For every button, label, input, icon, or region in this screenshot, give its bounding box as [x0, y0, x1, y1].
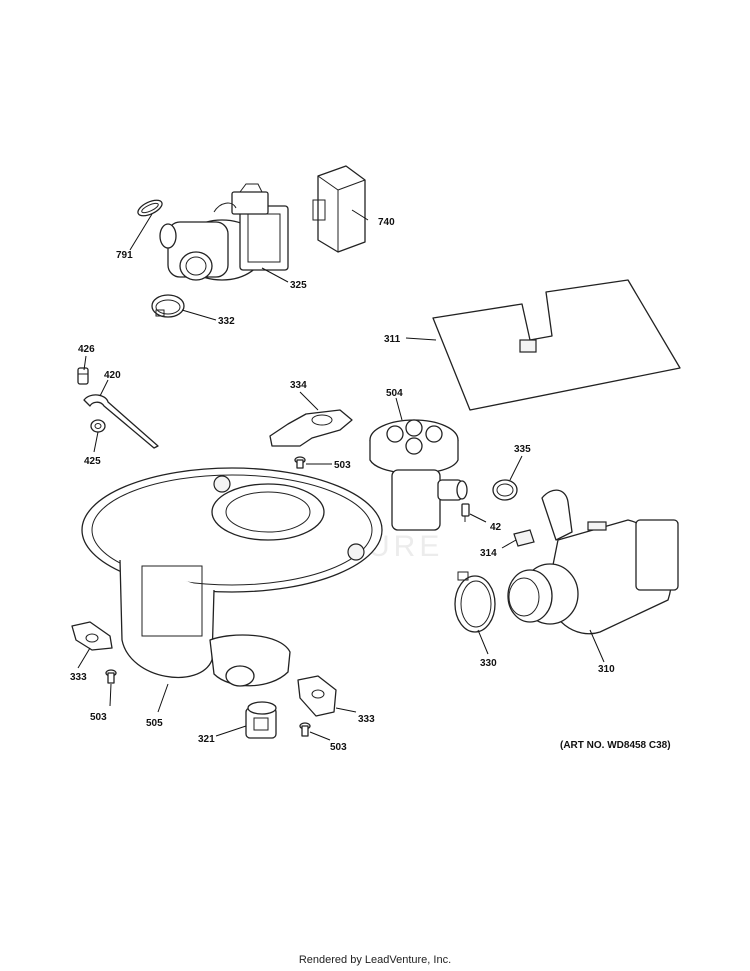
part-321-sensor: [245, 701, 277, 739]
part-420-rod: [83, 394, 159, 449]
part-333-bracket-left: [71, 621, 113, 651]
label-321[interactable]: 321: [198, 734, 215, 745]
part-791-clamp: [137, 199, 163, 217]
part-314-pad: [513, 529, 535, 547]
part-311-insulation: [432, 279, 681, 411]
part-334-bracket: [269, 409, 353, 447]
part-503-screw-bottom: [299, 722, 311, 737]
part-42-screw: [461, 503, 470, 522]
label-503-bottom[interactable]: 503: [330, 742, 347, 753]
label-426[interactable]: 426: [78, 344, 95, 355]
part-325-pump-assembly: [159, 183, 289, 281]
part-426-screw: [77, 367, 89, 385]
part-505-sump: [81, 467, 383, 687]
part-330-clamp: [454, 571, 496, 633]
art-number: (ART NO. WD8458 C38): [560, 740, 671, 751]
footer-credit: Rendered by LeadVenture, Inc.: [298, 954, 452, 966]
label-42[interactable]: 42: [490, 522, 502, 533]
label-334[interactable]: 334: [290, 380, 307, 391]
label-504[interactable]: 504: [386, 388, 403, 399]
label-332[interactable]: 332: [218, 316, 235, 327]
label-503-top[interactable]: 503: [334, 460, 351, 471]
label-425[interactable]: 425: [84, 456, 101, 467]
label-335[interactable]: 335: [514, 444, 531, 455]
label-325[interactable]: 325: [290, 280, 307, 291]
label-333-left[interactable]: 333: [70, 672, 87, 683]
label-311[interactable]: 311: [384, 334, 401, 345]
part-335-clamp: [492, 479, 518, 501]
part-number-labels: 791 740 325 332 311 426 420 425 334 504 …: [70, 217, 615, 753]
label-740[interactable]: 740: [378, 217, 395, 228]
part-740-cover: [312, 165, 366, 253]
part-310-motor: [507, 489, 679, 635]
part-333-bracket-right: [297, 675, 337, 717]
leader-lines: [77, 209, 605, 741]
label-333-right[interactable]: 333: [358, 714, 375, 725]
part-332-clamp: [151, 294, 185, 318]
label-314[interactable]: 314: [480, 548, 497, 559]
part-503-screw-left: [105, 669, 117, 684]
label-330[interactable]: 330: [480, 658, 497, 669]
label-791[interactable]: 791: [116, 250, 133, 261]
label-503-left[interactable]: 503: [90, 712, 107, 723]
part-425-nut: [90, 419, 106, 433]
label-420[interactable]: 420: [104, 370, 121, 381]
label-505[interactable]: 505: [146, 718, 163, 729]
part-504-diverter: [369, 419, 468, 531]
label-310[interactable]: 310: [598, 664, 615, 675]
part-503-screw-top: [294, 456, 306, 469]
